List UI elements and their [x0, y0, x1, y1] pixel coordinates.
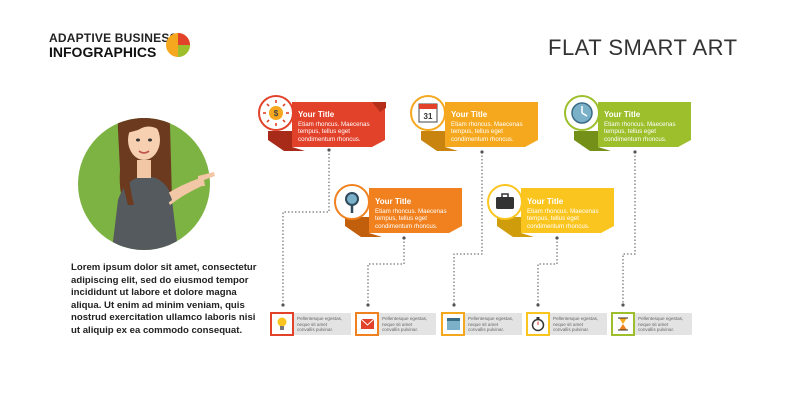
banner-1-line1: Etiam rhoncus. Maecenas — [298, 121, 370, 128]
banner-4-line1: Etiam rhoncus. Maecenas — [375, 208, 447, 215]
footer-item-3-line2: neque sit amet — [468, 321, 499, 327]
footer-item-3-line1: Pellentesque egestas, — [468, 316, 514, 321]
banner-1-shape — [268, 102, 386, 151]
dollar-sun-icon: $ — [258, 95, 294, 131]
envelope-icon — [360, 318, 375, 329]
banner-2-line1: Etiam rhoncus. Maecenas — [451, 121, 523, 128]
stopwatch-icon — [531, 317, 545, 332]
banner-1-line3: condimentum rhoncus. — [298, 135, 361, 143]
logo-text-line1: ADAPTIVE BUSINESS — [49, 31, 178, 45]
banner-5-body: Etiam rhoncus. Maecenas tempus, tellus e… — [527, 208, 599, 230]
banner-4-body: Etiam rhoncus. Maecenas tempus, tellus e… — [375, 208, 447, 230]
banner-2-line2: tempus, tellus eget — [451, 128, 503, 136]
footer-item-3-text: Pellentesque egestas, neque sit amet con… — [468, 316, 513, 333]
connector-yellow — [537, 238, 558, 305]
logo-text-line2: INFOGRAPHICS — [49, 44, 157, 60]
footer-item-2-line2: neque sit amet — [382, 321, 413, 327]
footer-item-4-line1: Pellentesque egestas, — [553, 316, 599, 321]
clock-icon — [564, 95, 600, 131]
banner-3-title: Your Title — [604, 110, 641, 119]
calendar-icon — [447, 318, 460, 330]
page-headline: FLAT SMART ART — [548, 35, 738, 60]
banner-5-title: Your Title — [527, 197, 564, 206]
banner-5-line1: Etiam rhoncus. Maecenas — [527, 208, 599, 215]
banner-3-shape — [574, 102, 691, 151]
banner-5-shape — [497, 188, 614, 237]
footer-item-2-line1: Pellentesque egestas, — [382, 316, 428, 321]
svg-text:31: 31 — [424, 112, 433, 121]
lightbulb-icon — [277, 317, 287, 330]
intro-paragraph: Lorem ipsum dolor sit amet, consectetur … — [71, 262, 257, 336]
banner-5-line2: tempus, tellus eget — [527, 215, 579, 223]
banner-4-line3: condimentum rhoncus. — [375, 222, 438, 230]
hourglass-icon — [618, 317, 628, 331]
footer-item-1-line3: convallis pulvinar. — [297, 327, 334, 333]
footer-item-4-line3: convallis pulvinar. — [553, 327, 590, 333]
banner-5-line3: condimentum rhoncus. — [527, 222, 590, 230]
footer-item-2-text: Pellentesque egestas, neque sit amet con… — [382, 316, 427, 333]
banner-3-line3: condimentum rhoncus. — [604, 135, 667, 143]
banner-2-body: Etiam rhoncus. Maecenas tempus, tellus e… — [451, 121, 523, 143]
banner-1-title: Your Title — [298, 110, 335, 119]
calendar-icon: 31 — [410, 95, 446, 131]
connector-red — [282, 150, 330, 305]
banner-4-line2: tempus, tellus eget — [375, 215, 427, 223]
banner-2-title: Your Title — [451, 110, 488, 119]
footer-item-5-line1: Pellentesque egestas, — [638, 316, 684, 321]
footer-item-5-line3: convallis pulvinar. — [638, 327, 675, 333]
magnifier-icon — [334, 184, 370, 220]
briefcase-icon — [487, 184, 523, 220]
banner-3-line1: Etiam rhoncus. Maecenas — [604, 121, 676, 128]
footer-item-5-text: Pellentesque egestas, neque sit amet con… — [638, 316, 683, 333]
banner-3-line2: tempus, tellus eget — [604, 128, 656, 136]
footer-item-5-line2: neque sit amet — [638, 321, 669, 327]
banner-2-line3: condimentum rhoncus. — [451, 135, 514, 143]
banner-4-title: Your Title — [375, 197, 412, 206]
banner-4-shape — [345, 188, 462, 237]
banner-1-body: Etiam rhoncus. Maecenas tempus, tellus e… — [298, 121, 370, 143]
footer-item-1-line1: Pellentesque egestas, — [297, 316, 343, 321]
banner-3-body: Etiam rhoncus. Maecenas tempus, tellus e… — [604, 121, 676, 143]
footer-item-2-line3: convallis pulvinar. — [382, 327, 419, 333]
svg-text:$: $ — [274, 109, 279, 118]
footer-item-4-line2: neque sit amet — [553, 321, 584, 327]
connector-amber — [453, 152, 483, 305]
footer-item-1-text: Pellentesque egestas, neque sit amet con… — [297, 316, 342, 333]
footer-item-2-shape — [355, 312, 436, 336]
footer-item-3-line3: convallis pulvinar. — [468, 327, 505, 333]
banner-1-line2: tempus, tellus eget — [298, 128, 350, 136]
footer-item-4-shape — [526, 312, 607, 336]
footer-item-4-text: Pellentesque egestas, neque sit amet con… — [553, 316, 598, 333]
banner-2-shape — [421, 102, 538, 151]
footer-item-1-line2: neque sit amet — [297, 321, 328, 327]
